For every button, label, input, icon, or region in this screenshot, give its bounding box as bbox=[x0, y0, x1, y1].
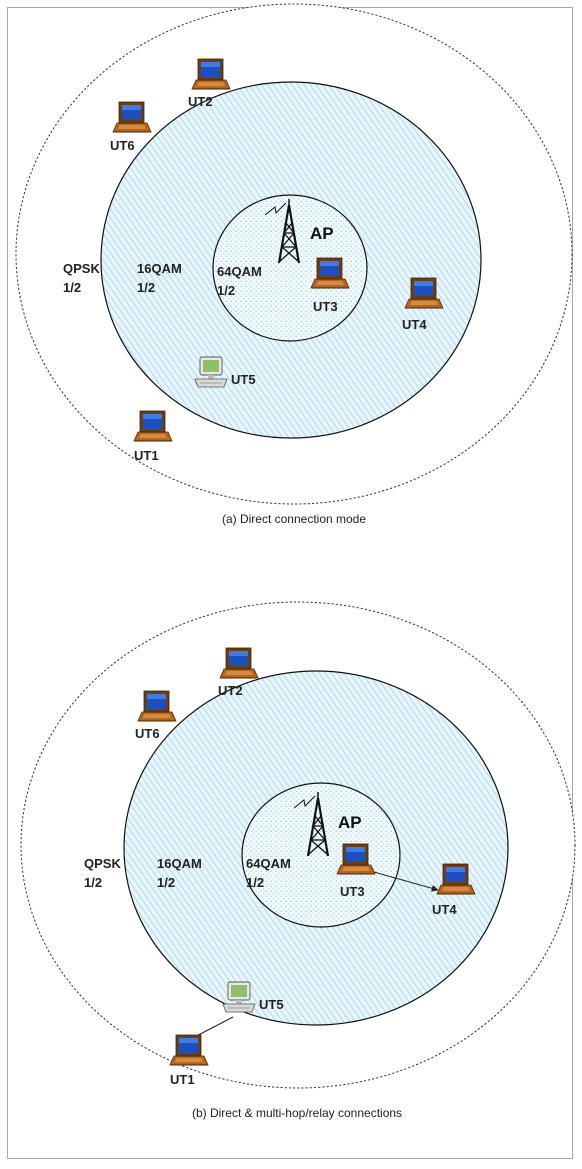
terminal-label: UT4 bbox=[402, 317, 427, 332]
terminal-ut4[interactable]: UT4 bbox=[402, 277, 444, 332]
terminal-ut5[interactable]: UT5 bbox=[222, 981, 284, 1013]
qpsk-rate-label: 1/2 bbox=[63, 280, 81, 295]
terminal-label: UT4 bbox=[432, 902, 457, 917]
terminal-ut1[interactable]: UT1 bbox=[169, 1034, 209, 1087]
terminal-label: UT6 bbox=[110, 138, 135, 153]
64qam-rate-label: 1/2 bbox=[217, 283, 235, 298]
64qam-rate-label: 1/2 bbox=[246, 875, 264, 890]
terminal-ut4[interactable]: UT4 bbox=[432, 863, 476, 917]
desktop-computer-icon bbox=[194, 356, 228, 388]
terminal-label: UT5 bbox=[231, 372, 256, 387]
terminal-label: UT3 bbox=[313, 299, 338, 314]
qpsk-label: QPSK bbox=[63, 261, 100, 276]
terminal-ut6[interactable]: UT6 bbox=[135, 690, 177, 741]
terminal-ut5[interactable]: UT5 bbox=[194, 356, 256, 388]
caption-a: (a) Direct connection mode bbox=[222, 512, 366, 526]
terminal-label: UT2 bbox=[188, 94, 213, 109]
qpsk-rate-label: 1/2 bbox=[84, 875, 102, 890]
16qam-rate-label: 1/2 bbox=[157, 875, 175, 890]
terminal-label: UT2 bbox=[218, 683, 243, 698]
terminal-label: UT1 bbox=[170, 1072, 195, 1087]
64qam-label: 64QAM bbox=[246, 856, 291, 871]
terminal-ut2[interactable]: UT2 bbox=[188, 58, 231, 109]
panel-multi-hop-relay: AP QPSK 1/2 16QAM 1/2 64QAM 1/2 UT2 UT6 … bbox=[20, 601, 576, 1120]
64qam-label: 64QAM bbox=[217, 264, 262, 279]
ap-label: AP bbox=[338, 813, 362, 832]
16qam-label: 16QAM bbox=[157, 856, 202, 871]
relay-link-ut3-ut4 bbox=[373, 871, 439, 892]
64qam-zone bbox=[241, 782, 401, 928]
panel-direct-connection: AP QPSK 1/2 16QAM 1/2 64QAM 1/2 UT2 UT6 … bbox=[15, 3, 573, 526]
qpsk-label: QPSK bbox=[84, 856, 121, 871]
16qam-rate-label: 1/2 bbox=[137, 280, 155, 295]
terminal-label: UT1 bbox=[134, 448, 159, 463]
terminal-ut3[interactable]: UT3 bbox=[310, 257, 350, 314]
64qam-zone bbox=[212, 194, 368, 342]
terminal-ut2[interactable]: UT2 bbox=[218, 647, 259, 698]
terminal-label: UT5 bbox=[259, 997, 284, 1012]
desktop-computer-icon bbox=[222, 981, 256, 1013]
terminal-ut6[interactable]: UT6 bbox=[110, 101, 152, 153]
16qam-label: 16QAM bbox=[137, 261, 182, 276]
terminal-label: UT3 bbox=[340, 884, 365, 899]
caption-b: (b) Direct & multi-hop/relay connections bbox=[192, 1106, 402, 1120]
terminal-ut1[interactable]: UT1 bbox=[133, 410, 173, 463]
terminal-ut3[interactable]: UT3 bbox=[336, 843, 376, 899]
terminal-label: UT6 bbox=[135, 726, 160, 741]
ap-label: AP bbox=[310, 224, 334, 243]
